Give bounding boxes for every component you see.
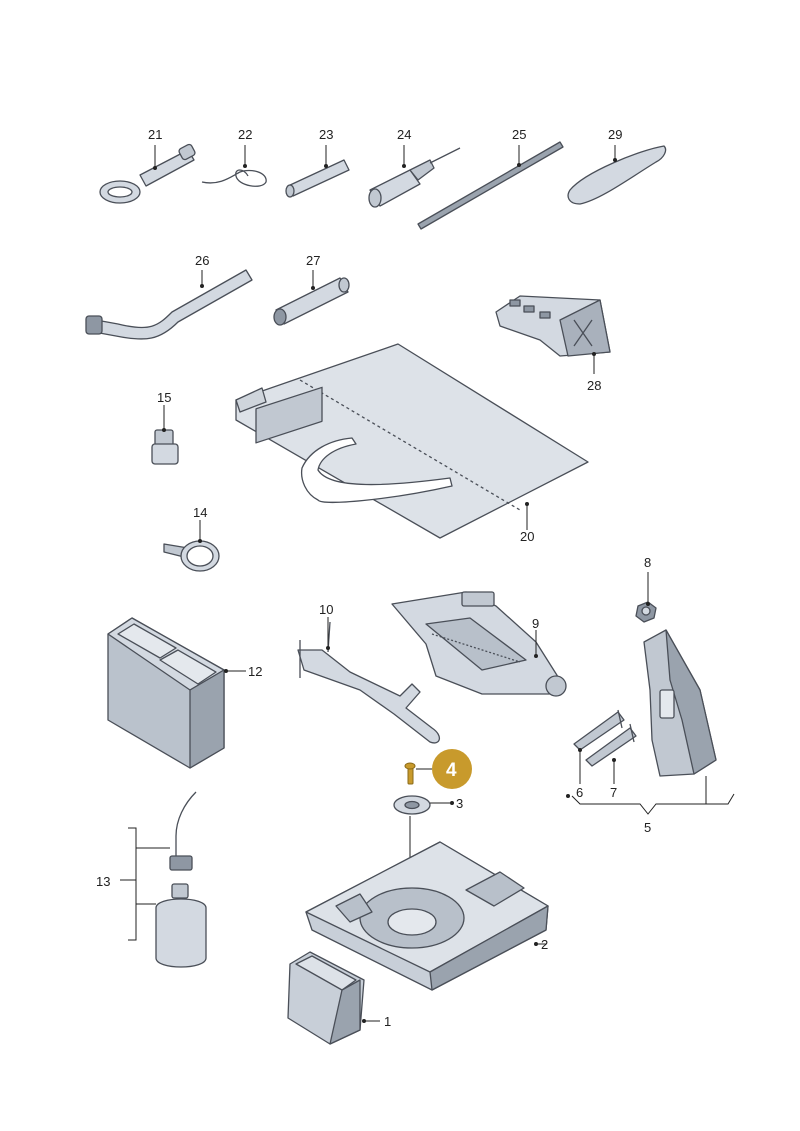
part-26-crank-handle[interactable] [85,269,253,340]
callout-27: 27 [306,253,320,268]
callout-8: 8 [644,555,651,570]
part-1-foam-insert[interactable] [287,951,365,1045]
callout-21: 21 [148,127,162,142]
part-10-jack-handle[interactable] [297,621,440,744]
callout-23: 23 [319,127,333,142]
part-3-washer[interactable] [393,795,431,815]
part-27-socket[interactable] [273,277,350,326]
callout-26: 26 [195,253,209,268]
callout-22: 22 [238,127,252,142]
callout-2: 2 [541,937,548,952]
part-6-pin[interactable] [573,709,625,751]
callout-4: 4 [446,760,457,781]
part-5-holder[interactable] [643,629,717,777]
part-2-tray-insert[interactable] [305,841,549,991]
callout-20: 20 [520,529,534,544]
part-28-wheel-chock[interactable] [495,295,611,357]
part-15-wheel-bolt[interactable] [151,429,179,465]
part-7-pin[interactable] [585,723,637,767]
part-20-floor-cover[interactable] [235,343,589,539]
callout-25: 25 [512,127,526,142]
callout-28: 28 [587,378,601,393]
part-8-nut[interactable] [635,601,657,623]
part-24-screwdriver[interactable] [368,147,461,208]
part-14-pressure-gauge[interactable] [163,540,220,572]
callout-12: 12 [248,664,262,679]
callout-15: 15 [157,390,171,405]
callout-10: 10 [319,602,333,617]
callout-3: 3 [456,796,463,811]
part-12-box[interactable] [107,617,225,769]
callout-13: 13 [96,874,110,889]
callout-29: 29 [608,127,622,142]
part-4-bolt[interactable] [404,762,416,785]
highlight-badge[interactable] [432,749,472,789]
callout-7: 7 [610,785,617,800]
callout-6: 6 [576,785,583,800]
part-13-sealant-bottle[interactable] [155,791,207,968]
part-29-wedge[interactable] [567,145,667,205]
part-22-wire-clip[interactable] [201,169,267,187]
part-21-towing-eye[interactable] [99,143,196,204]
part-25-rod[interactable] [417,141,564,230]
callout-9: 9 [532,616,539,631]
part-9-scissor-jack[interactable] [391,591,567,697]
callout-24: 24 [397,127,411,142]
callout-5: 5 [644,820,651,835]
part-23-pin[interactable] [285,159,350,198]
callout-1: 1 [384,1014,391,1029]
callout-14: 14 [193,505,207,520]
